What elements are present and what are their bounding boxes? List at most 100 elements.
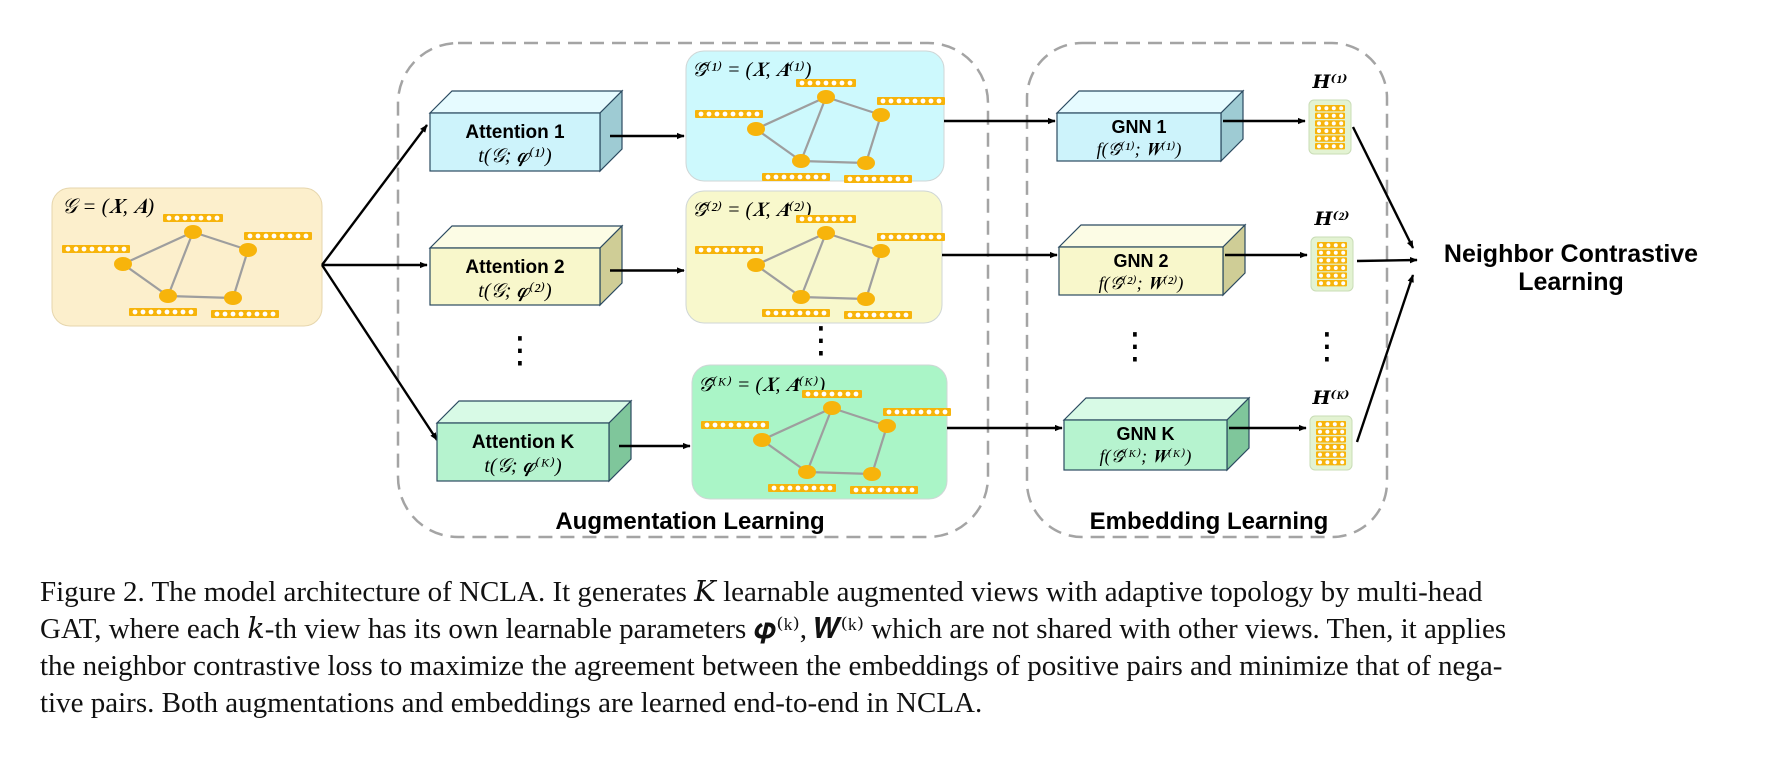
- graph-edge: [122, 263, 169, 297]
- attention-module: [428, 89, 624, 173]
- graph-node: [872, 108, 890, 122]
- arrow-embedding2-to-ncl: [1356, 256, 1418, 264]
- node-feature-vector: [244, 232, 312, 240]
- gnn-title: GNN 2: [1113, 251, 1168, 271]
- augmented-graph-network: [695, 79, 945, 183]
- graph-edge: [825, 231, 882, 253]
- attention-formula: t(𝒢; 𝝋⁽²⁾): [478, 280, 552, 302]
- augmented-graph-box: [685, 190, 943, 324]
- figure-caption: Figure 2. The model architecture of NCLA…: [40, 574, 1740, 722]
- graph-edge: [864, 114, 883, 164]
- graph-edge: [831, 406, 888, 428]
- ellipsis-gnn: ⋮: [1117, 326, 1153, 367]
- gnn-module: [1057, 223, 1247, 297]
- graph-node: [798, 465, 816, 479]
- ncl-label-line1: Neighbor Contrastive: [1444, 240, 1698, 268]
- node-feature-vector: [883, 408, 951, 416]
- embedding-matrix: [1310, 236, 1354, 292]
- input-graph: 𝒢 = (𝑿, 𝑨): [51, 187, 323, 327]
- graph-edge: [761, 439, 808, 473]
- node-feature-vector: [802, 390, 862, 398]
- graph-node: [747, 258, 765, 272]
- augmentation-learning-label: Augmentation Learning: [555, 508, 824, 535]
- graph-node: [872, 244, 890, 258]
- gnn-title: GNN K: [1117, 424, 1175, 444]
- graph-node: [753, 433, 771, 447]
- input-graph-label: 𝒢 = (𝑿, 𝑨): [62, 194, 154, 218]
- graph-edge: [870, 425, 889, 475]
- graph-edge: [755, 264, 802, 298]
- graph-node: [857, 292, 875, 306]
- node-feature-vector: [701, 421, 769, 429]
- arrow-input-to-attention1: [321, 124, 428, 266]
- graph-edge: [192, 230, 249, 252]
- gnn-formula: f(𝒢̃⁽¹⁾; 𝑾⁽¹⁾): [1097, 139, 1182, 160]
- graph-edge: [167, 294, 234, 300]
- node-feature-vector: [877, 97, 945, 105]
- view-row: Attention 2t(𝒢; 𝝋⁽²⁾)𝒢̃⁽²⁾ = (𝑿, 𝑨̃⁽²⁾)G…: [428, 190, 1354, 324]
- gnn-formula: f(𝒢̃⁽ᴷ⁾; 𝑾⁽ᴷ⁾): [1100, 446, 1192, 467]
- node-feature-vector: [844, 175, 912, 183]
- graph-edge: [231, 249, 250, 299]
- node-feature-vector: [762, 309, 830, 317]
- arrow-embeddingK-to-ncl: [1355, 274, 1415, 443]
- caption-line-2: GAT, where each 𝑘-th view has its own le…: [40, 613, 1507, 645]
- caption-line-1: Figure 2. The model architecture of NCLA…: [40, 576, 1483, 608]
- graph-edge: [800, 295, 867, 301]
- ellipsis-attention: ⋮: [502, 330, 538, 371]
- augmented-graph-label: 𝒢̃⁽¹⁾ = (𝑿, 𝑨̃⁽¹⁾): [692, 59, 812, 81]
- arrow-input-to-attentionK: [320, 264, 439, 441]
- graph-node: [114, 257, 132, 271]
- ellipsis-graph: ⋮: [803, 320, 839, 361]
- node-feature-vector: [850, 486, 918, 494]
- graph-node: [863, 467, 881, 481]
- embedding-section-border: [1025, 41, 1389, 539]
- attention-formula: t(𝒢; 𝝋⁽ᴷ⁾): [484, 455, 562, 477]
- graph-edge: [166, 231, 195, 297]
- graph-node: [747, 122, 765, 136]
- graph-edge: [799, 96, 828, 162]
- graph-edge: [755, 231, 827, 267]
- attention-module: [435, 399, 633, 483]
- attention-module: [428, 224, 624, 307]
- gnn-title: GNN 1: [1111, 117, 1166, 137]
- graph-edge: [799, 232, 828, 298]
- graph-node: [792, 290, 810, 304]
- attention-title: Attention K: [472, 432, 575, 453]
- graph-edge: [825, 95, 882, 117]
- attention-formula: t(𝒢; 𝝋⁽¹⁾): [478, 145, 552, 167]
- caption-line-4: tive pairs. Both augmentations and embed…: [40, 687, 983, 719]
- graph-node: [857, 156, 875, 170]
- graph-node: [817, 90, 835, 104]
- node-feature-vector: [211, 310, 279, 318]
- graph-edge: [800, 159, 867, 165]
- augmented-graph-box: [691, 364, 948, 500]
- graph-node: [817, 226, 835, 240]
- embedding-matrix: [1309, 415, 1353, 471]
- input-graph-box: [51, 187, 323, 327]
- view-row: Attention 1t(𝒢; 𝝋⁽¹⁾) 𝒢̃⁽¹⁾ = (𝑿, 𝑨̃⁽¹⁾) G…: [428, 50, 1352, 183]
- graph-edge: [755, 95, 827, 131]
- ellipsis-embedding: ⋮: [1309, 326, 1345, 367]
- graph-node: [224, 291, 242, 305]
- node-feature-vector: [762, 173, 830, 181]
- node-feature-vector: [877, 233, 945, 241]
- augmented-graph-network: [701, 390, 951, 494]
- node-feature-vector: [163, 214, 223, 222]
- node-feature-vector: [129, 308, 197, 316]
- view-row: Attention Kt(𝒢; 𝝋⁽ᴷ⁾)𝒢̃⁽ᴷ⁾ = (𝑿, 𝑨̃⁽ᴷ⁾)G…: [435, 364, 1353, 500]
- gnn-module: [1055, 89, 1245, 163]
- graph-edge: [122, 230, 194, 266]
- augmented-graph-label: 𝒢̃⁽²⁾ = (𝑿, 𝑨̃⁽²⁾): [692, 199, 812, 221]
- node-feature-vector: [796, 79, 856, 87]
- node-feature-vector: [796, 215, 856, 223]
- caption-line-3: the neighbor contrastive loss to maximiz…: [40, 650, 1503, 682]
- attention-title: Attention 1: [465, 122, 565, 143]
- gnn-module: [1062, 396, 1251, 472]
- graph-node: [792, 154, 810, 168]
- architecture-diagram: 𝒢 = (𝑿, 𝑨) Attention 1t(𝒢; 𝝋⁽¹⁾) 𝒢̃⁽¹⁾ = …: [51, 41, 1698, 539]
- graph-node: [159, 289, 177, 303]
- graph-edge: [755, 128, 802, 162]
- embedding-label: 𝑯⁽²⁾: [1314, 209, 1350, 230]
- graph-edge: [806, 470, 873, 476]
